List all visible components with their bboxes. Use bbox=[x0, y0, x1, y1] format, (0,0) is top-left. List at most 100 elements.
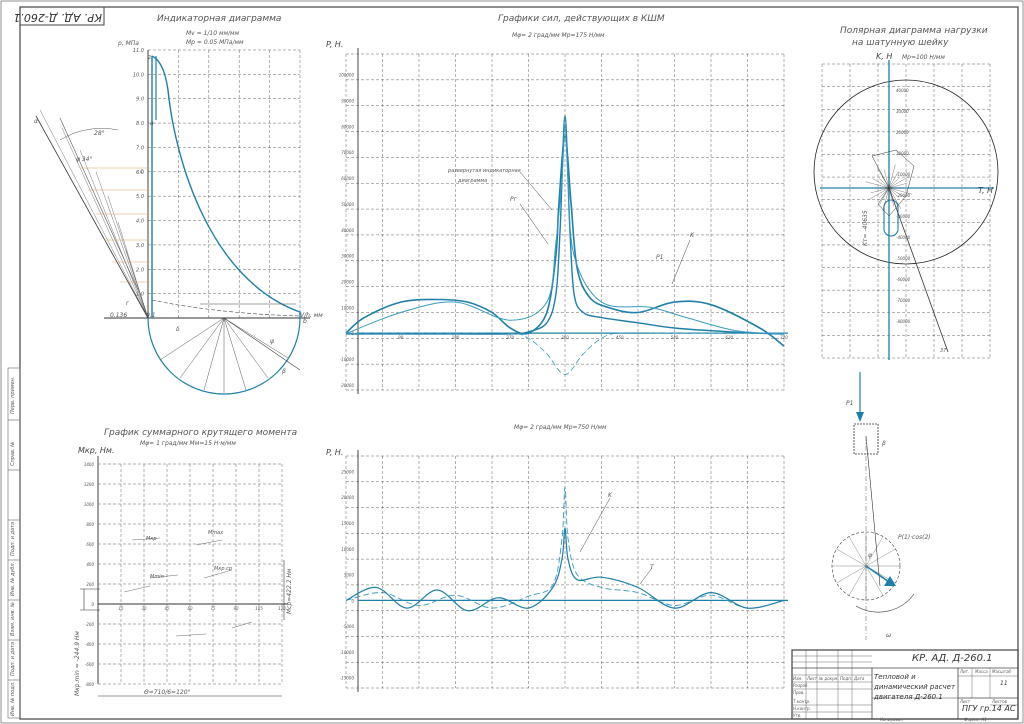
forces2-y-tick: -10000 bbox=[340, 650, 355, 655]
polar-vector bbox=[888, 187, 913, 195]
torque-y-tick: 200 bbox=[86, 582, 94, 587]
strip-label-5: Взам. инв. № bbox=[10, 602, 16, 636]
torque-x-tick: 90 bbox=[233, 606, 239, 611]
indicator-y-tick: 2.0 bbox=[136, 267, 144, 273]
mech-crank-ray bbox=[836, 548, 867, 567]
indicator-scale-2: Mp = 0.05 МПа/мм bbox=[186, 39, 244, 46]
mech-force-arrowhead bbox=[856, 412, 864, 422]
stamp-right-4: Лист bbox=[960, 699, 971, 704]
indicator-y-tick: 10.0 bbox=[133, 72, 144, 78]
indicator-y-tick: 9.0 bbox=[136, 97, 144, 103]
polar-k-tick: -80000 bbox=[896, 319, 911, 324]
indicator-construction-ray bbox=[39, 109, 149, 319]
indicator-title: Индикаторная диаграмма bbox=[157, 14, 282, 24]
polar-title-2: на шатунную шейку bbox=[852, 38, 949, 48]
torque-y-tick: 400 bbox=[86, 562, 94, 567]
forces-title: Графики сил, действующих в КШМ bbox=[498, 14, 665, 24]
polar-k-tick: -60000 bbox=[896, 277, 911, 282]
polar-vector bbox=[868, 187, 890, 201]
mech-connecting-rod bbox=[865, 435, 881, 587]
strip-label-6: Подп. и дата bbox=[10, 641, 16, 676]
indicator-diagram: 1.02.03.04.05.06.07.08.09.010.011.0 bbox=[35, 48, 310, 395]
stamp-right-2: Масса bbox=[975, 669, 988, 674]
indicator-bottom-value-1: 0.136 bbox=[110, 312, 128, 319]
forces2-t-leader bbox=[639, 567, 653, 585]
torque-x-tick: 75 bbox=[210, 606, 216, 611]
indicator-point-b: b bbox=[303, 318, 307, 325]
forces-series-K bbox=[345, 125, 785, 335]
forces2-y-tick: 15000 bbox=[341, 521, 354, 526]
indicator-semicircle bbox=[147, 317, 301, 395]
mech-rotation-arc bbox=[855, 593, 915, 613]
polar-k-tick: -20000 bbox=[896, 193, 911, 198]
indicator-construction-ray bbox=[125, 249, 149, 319]
polar-k-tick: -30000 bbox=[896, 214, 911, 219]
indicator-semicircle-ray bbox=[159, 317, 225, 361]
polar-k-tick: 20000 bbox=[896, 130, 909, 135]
polar-vector bbox=[883, 169, 890, 189]
polar-axis-t: T, Н bbox=[978, 186, 994, 195]
forces-y-tick: 100000 bbox=[339, 73, 355, 78]
indicator-construction-ray bbox=[61, 127, 149, 319]
torque-fragment-leader bbox=[175, 633, 207, 637]
footer-1: Копировал bbox=[880, 717, 903, 722]
polar-k-tick: -10000 bbox=[896, 172, 911, 177]
stamp-right-5: Листов bbox=[992, 699, 1007, 704]
stamp-title: Тепловой и динамический расчет двигателя… bbox=[874, 673, 956, 701]
strip-label-2: Справ. № bbox=[10, 441, 16, 466]
forces-x-tick: 450 bbox=[616, 335, 624, 340]
stamp-row-2: Пров. bbox=[793, 690, 805, 695]
indicator-construction-ray bbox=[79, 149, 149, 319]
polar-vector bbox=[865, 181, 890, 189]
forces-y-tick: 40000 bbox=[341, 228, 354, 233]
mech-crank-arrowhead bbox=[884, 576, 896, 586]
forces2-label-k: K bbox=[608, 492, 612, 499]
forces-y-tick: 20000 bbox=[341, 279, 354, 284]
forces-y-tick: -10000 bbox=[340, 357, 355, 362]
stamp-org: ПГУ гр.14 АС bbox=[962, 704, 1016, 713]
polar-vector bbox=[888, 187, 906, 198]
indicator-point-z: z bbox=[148, 54, 152, 61]
forces-x-tick: 360 bbox=[561, 335, 569, 340]
polar-vector bbox=[888, 177, 900, 189]
force-chart-1: -20000-100000100002000030000400005000060… bbox=[339, 48, 788, 394]
indicator-semicircle-ray bbox=[203, 317, 225, 391]
stamp-col-4: Подп. bbox=[840, 676, 853, 681]
strip-label-1: Перв. примен. bbox=[10, 376, 16, 414]
torque-fragment-leader bbox=[131, 537, 161, 541]
indicator-cycle-curve bbox=[151, 55, 301, 318]
torque-fragment-leader bbox=[149, 574, 179, 579]
forces-callout-2: диаграмма bbox=[458, 178, 488, 184]
strip-label-3: Подп. и дата bbox=[10, 521, 16, 556]
strip-label-4: Инв. № дубл. bbox=[10, 561, 16, 596]
torque-fragment-leader bbox=[195, 539, 223, 546]
forces2-series-T bbox=[345, 527, 785, 612]
indicator-y-unit: р, МПа bbox=[118, 40, 139, 47]
indicator-x-unit: V/h, мм bbox=[300, 312, 323, 319]
torque-x-tick: 120 bbox=[278, 606, 286, 611]
indicator-step-lines bbox=[80, 167, 150, 283]
polar-k-tick: -40000 bbox=[896, 235, 911, 240]
indicator-y-tick: 3.0 bbox=[136, 243, 144, 249]
forces-y-tick: 90000 bbox=[341, 99, 354, 104]
indicator-y-tick: 1.0 bbox=[136, 292, 144, 298]
torque-y-tick: 1000 bbox=[84, 502, 95, 507]
forces-x-tick: 90 bbox=[398, 335, 404, 340]
torque-y-tick: 600 bbox=[86, 542, 94, 547]
torque-ylabel: Mкр, Нм. bbox=[78, 446, 115, 455]
polar-k-tick: 40000 bbox=[896, 88, 909, 93]
stamp-row-1: Разраб. bbox=[793, 683, 809, 688]
torque-title: График суммарного крутящего момента bbox=[104, 428, 298, 438]
indicator-diagonal-2 bbox=[59, 117, 139, 291]
indicator-crank-ray bbox=[223, 317, 301, 371]
indicator-semicircle-ray bbox=[179, 317, 225, 379]
polar-k-tick: 30000 bbox=[896, 109, 909, 114]
forces2-y-tick: 10000 bbox=[341, 547, 354, 552]
inner-frame bbox=[19, 6, 1019, 720]
torque-fragment-1: Mкр bbox=[146, 536, 157, 542]
stamp-code: КР. АД. Д-260.1 bbox=[912, 653, 993, 664]
polar-axis-k: K, Н bbox=[876, 52, 893, 61]
forces2-series-K bbox=[345, 486, 785, 609]
polar-diagram: 40000300002000010000-10000-20000-30000-4… bbox=[813, 60, 999, 360]
